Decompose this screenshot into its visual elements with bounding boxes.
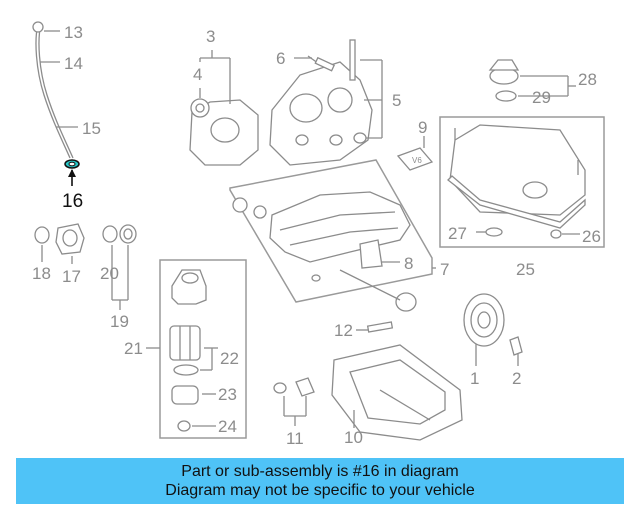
label-8: 8: [404, 254, 413, 273]
label-10: 10: [344, 428, 363, 447]
label-14: 14: [64, 54, 83, 73]
label-17: 17: [62, 267, 81, 286]
label-21: 21: [124, 339, 143, 358]
label-20: 20: [100, 264, 119, 283]
label-23: 23: [218, 385, 237, 404]
label-18: 18: [32, 264, 51, 283]
oil-filter-box: [146, 259, 247, 439]
label-25: 25: [516, 260, 535, 279]
caption-banner: Part or sub-assembly is #16 in diagram D…: [16, 458, 624, 504]
label-24: 24: [218, 417, 237, 436]
dipstick-assembly: [32, 21, 78, 159]
svg-text:V6: V6: [412, 156, 422, 165]
label-22: 22: [220, 349, 239, 368]
label-16: 16: [62, 191, 83, 212]
gasket-9: V6: [396, 136, 434, 171]
sensor-12: [356, 321, 394, 333]
parts-diagram: V6: [32, 21, 605, 448]
label-27: 27: [448, 224, 467, 243]
label-12: 12: [334, 321, 353, 340]
label-3: 3: [206, 27, 215, 46]
thermostat-housing: [34, 223, 85, 264]
intake-manifold-assembly: [229, 159, 436, 312]
label-5: 5: [392, 91, 401, 110]
label-7: 7: [440, 260, 449, 279]
crankshaft-pulley: [463, 293, 523, 366]
sensor-11: [273, 377, 315, 426]
caption-line-1: Part or sub-assembly is #16 in diagram: [181, 463, 459, 480]
label-2: 2: [512, 369, 521, 388]
label-1: 1: [470, 369, 479, 388]
valve-cover-box: [439, 116, 605, 248]
label-15: 15: [82, 119, 101, 138]
label-11: 11: [286, 429, 304, 448]
caption-line-2: Diagram may not be specific to your vehi…: [165, 482, 475, 499]
seal-ring-16: [64, 159, 80, 186]
label-19: 19: [110, 312, 129, 331]
oil-pan: [331, 344, 463, 441]
timing-cover: [189, 50, 259, 166]
oil-filler-cap: [488, 59, 576, 102]
label-4: 4: [193, 65, 202, 84]
upper-timing-cover: [269, 39, 383, 166]
part-labels: 13 14 15 16 17 18 19 20 3 4 6 5 9 28 29 …: [32, 23, 601, 448]
label-13: 13: [64, 23, 83, 42]
label-26: 26: [582, 227, 601, 246]
gaskets-19-20: [102, 224, 137, 310]
label-6: 6: [276, 49, 285, 68]
label-29: 29: [532, 88, 551, 107]
label-28: 28: [578, 70, 597, 89]
label-9: 9: [418, 118, 427, 137]
